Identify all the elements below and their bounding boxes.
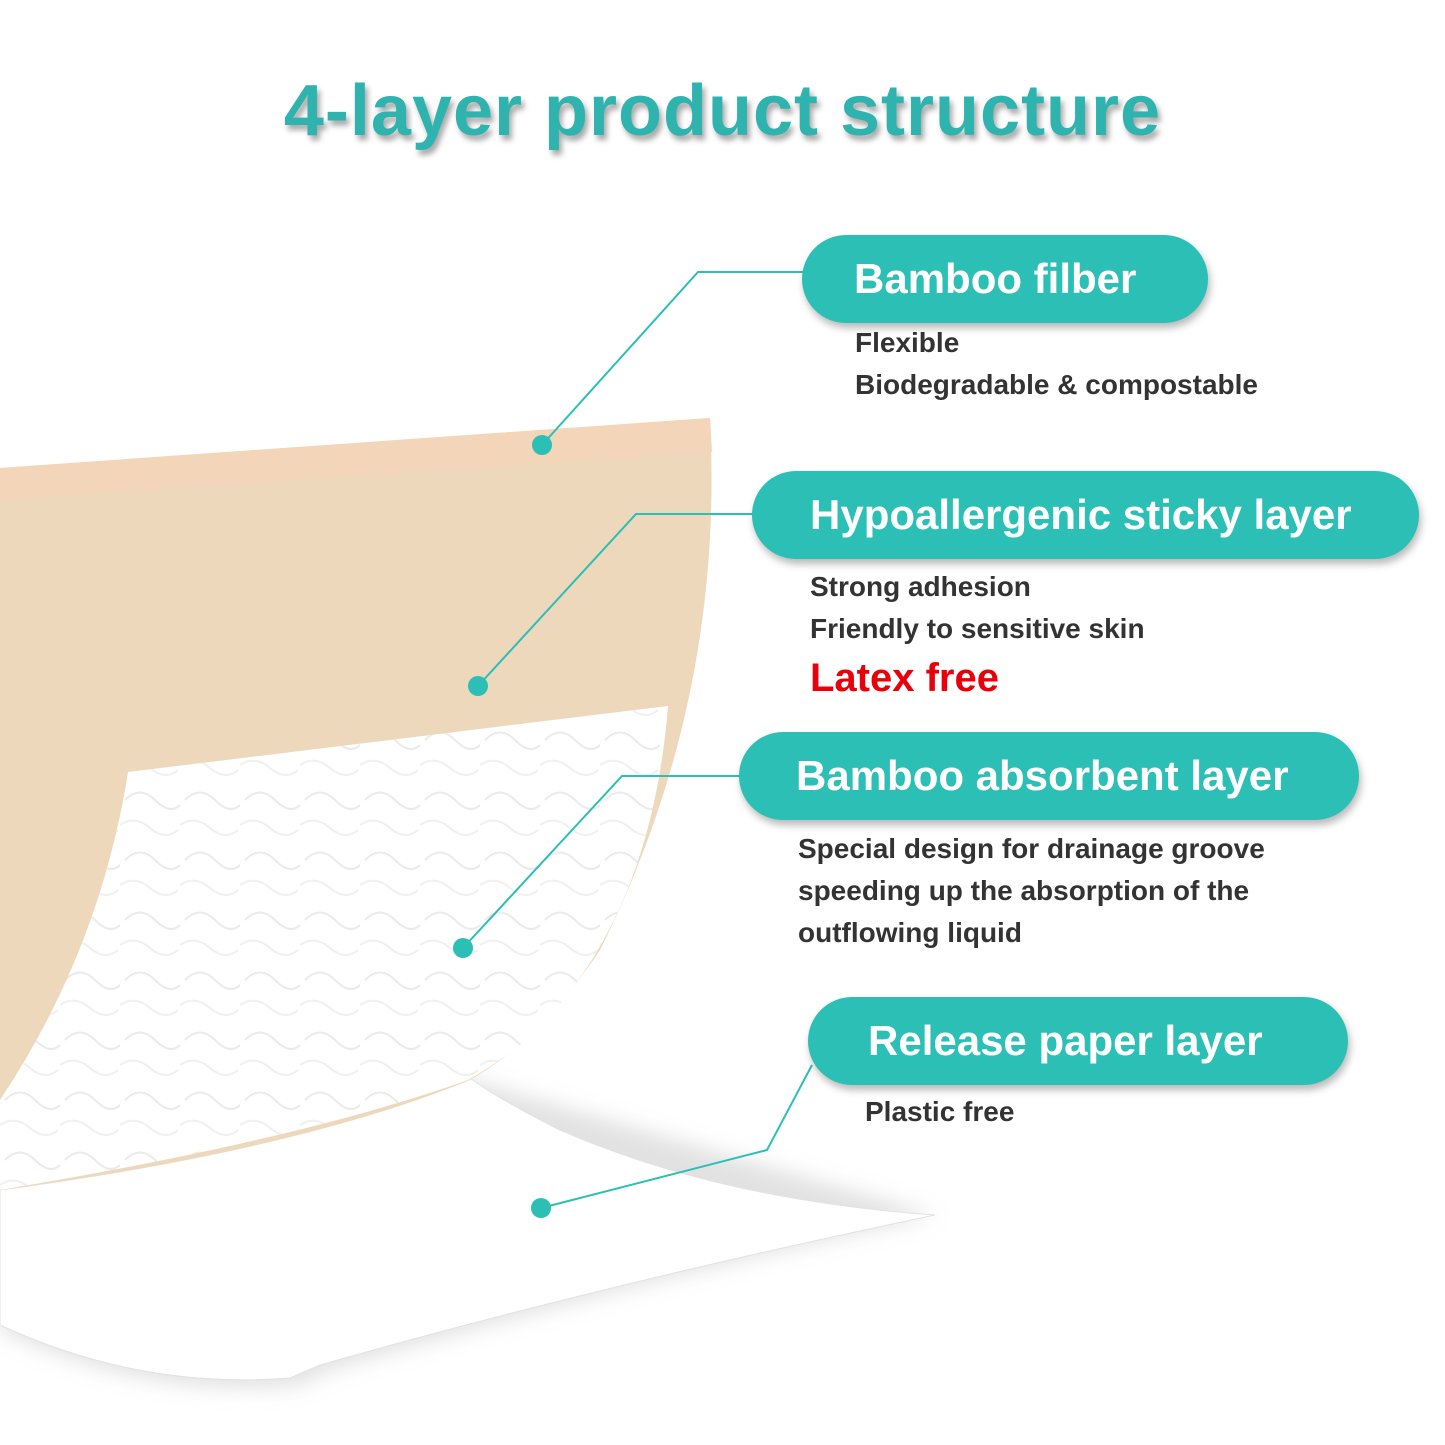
layer-label-text: Bamboo filber xyxy=(854,255,1137,302)
description-line: Friendly to sensitive skin xyxy=(810,613,1145,644)
layer-description-bamboo-fiber: Flexible Biodegradable & compostable xyxy=(855,322,1258,406)
connector-line-1 xyxy=(541,271,805,446)
absorbent-pad-texture xyxy=(0,706,668,1190)
layer-label-release-paper: Release paper layer xyxy=(808,997,1348,1085)
connector-dot-4 xyxy=(531,1198,551,1218)
layer-label-bamboo-fiber: Bamboo filber xyxy=(802,235,1208,323)
latex-free-warning: Latex free xyxy=(810,656,999,700)
description-line: Flexible xyxy=(855,327,960,358)
bamboo-top-edge xyxy=(0,418,712,500)
layer-description-release-paper: Plastic free xyxy=(865,1091,1014,1133)
page-title: 4-layer product structure xyxy=(283,71,1162,151)
description-line: Strong adhesion xyxy=(810,571,1031,602)
connector-line-4 xyxy=(540,1064,813,1209)
layer-label-absorbent-layer: Bamboo absorbent layer xyxy=(739,732,1359,820)
description-line: Special design for drainage groove xyxy=(798,833,1265,864)
description-line: speeding up the absorption of the xyxy=(798,875,1250,906)
layer-description-sticky-layer: Strong adhesion Friendly to sensitive sk… xyxy=(810,566,1145,706)
layer-label-text: Release paper layer xyxy=(868,1017,1263,1064)
connector-dot-3 xyxy=(453,938,473,958)
layer-label-text: Bamboo absorbent layer xyxy=(796,752,1289,799)
layer-description-absorbent-layer: Special design for drainage groove speed… xyxy=(798,828,1265,954)
connector-line-2 xyxy=(477,513,755,687)
description-line: Biodegradable & compostable xyxy=(855,369,1258,400)
layer-label-text: Hypoallergenic sticky layer xyxy=(810,491,1352,538)
connector-dot-1 xyxy=(532,435,552,455)
description-line: outflowing liquid xyxy=(798,917,1022,948)
connector-line-3 xyxy=(462,775,742,949)
connector-dot-2 xyxy=(468,676,488,696)
layer-label-sticky-layer: Hypoallergenic sticky layer xyxy=(752,471,1419,559)
description-line: Plastic free xyxy=(865,1096,1015,1127)
